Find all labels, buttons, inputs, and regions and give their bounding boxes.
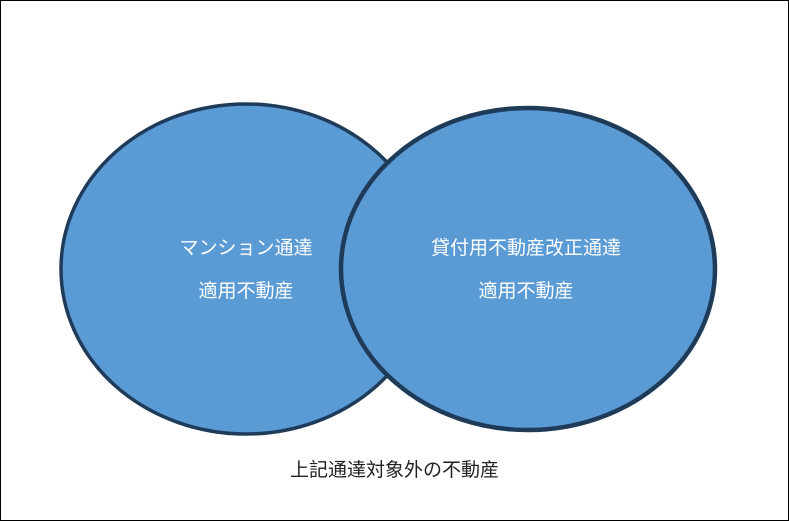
set-label-mansion: マンション通達 適用不動産 — [146, 227, 346, 313]
set-label-line: 適用不動産 — [478, 280, 574, 302]
set-label-rental: 貸付用不動産改正通達 適用不動産 — [396, 227, 656, 313]
set-label-line: 適用不動産 — [198, 280, 294, 302]
set-label-line: マンション通達 — [179, 237, 313, 259]
set-ellipse-rental — [338, 105, 718, 433]
outside-label: 上記通達対象外の不動産 — [289, 459, 499, 481]
set-label-line: 貸付用不動産改正通達 — [430, 237, 621, 259]
